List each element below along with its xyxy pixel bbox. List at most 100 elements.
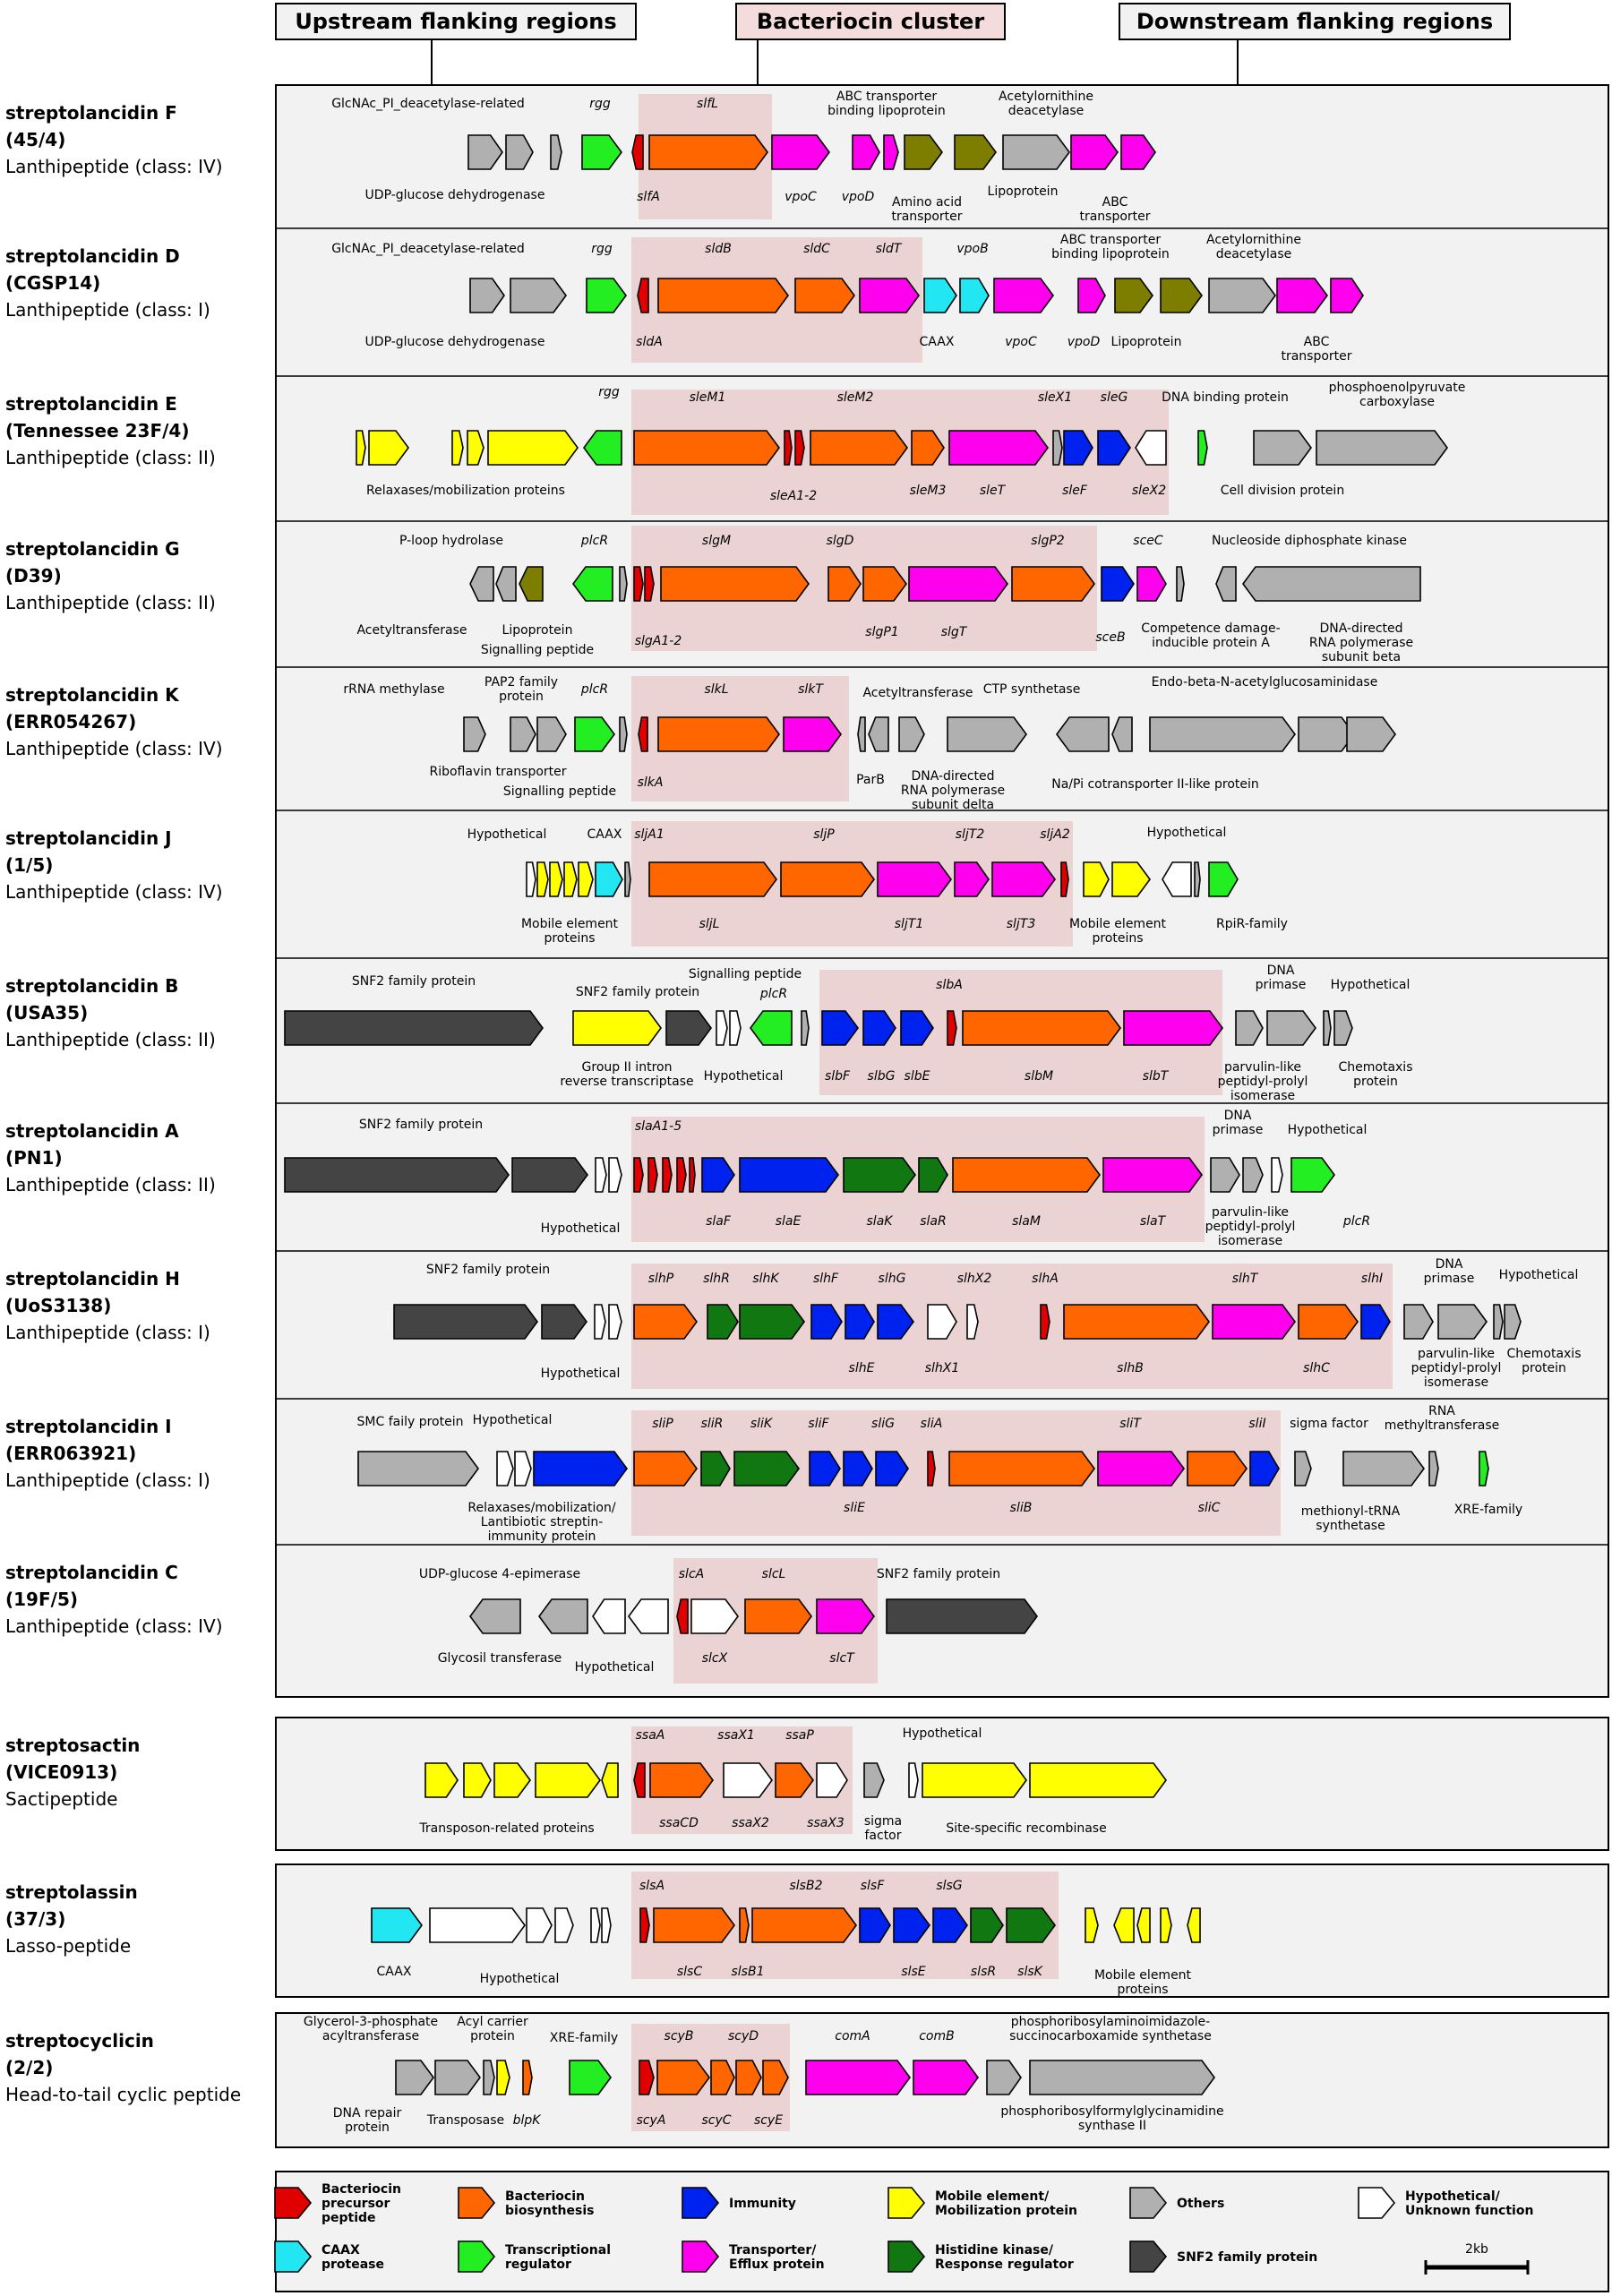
strain-id: (37/3)	[5, 1908, 65, 1930]
gene-arrow	[535, 1762, 601, 1798]
gene-label: peptidyl-prolyl	[1205, 1220, 1296, 1234]
gene-arrow	[952, 1157, 1101, 1193]
gene-label: sljT2	[956, 827, 985, 842]
gene-arrow	[467, 134, 503, 170]
gene-arrow	[1111, 861, 1151, 897]
cluster-name: streptocyclicin	[5, 2030, 154, 2052]
gene-label: slaM	[1012, 1214, 1041, 1229]
upstream-header-box	[275, 3, 637, 40]
gene-label: parvulin-like	[1212, 1205, 1289, 1220]
gene-arrow	[1085, 1907, 1099, 1943]
gene-arrow	[1029, 2060, 1215, 2095]
gene-arrow	[729, 1010, 742, 1046]
gene-label: sleX2	[1132, 484, 1166, 498]
legend-swatch	[1358, 2187, 1396, 2219]
gene-arrow	[859, 1907, 891, 1943]
gene-label: sleA1-2	[770, 489, 817, 503]
gene-label: blpK	[513, 2113, 543, 2128]
gene-label: protein	[499, 690, 544, 704]
cluster-name: streptolancidin G	[5, 538, 180, 560]
gene-label: sigma factor	[1290, 1417, 1368, 1431]
legend-label: Immunity	[729, 2197, 796, 2211]
gene-label: parvulin-like	[1224, 1060, 1301, 1075]
gene-arrow	[451, 430, 464, 466]
gene-arrow	[660, 566, 810, 602]
gene-label: sljP	[813, 827, 835, 842]
gene-arrow	[590, 1907, 601, 1943]
gene-label: RNA polymerase	[1309, 636, 1413, 650]
gene-arrow	[1428, 1451, 1439, 1486]
gene-label: RNA	[1428, 1404, 1455, 1418]
gene-label: slsB2	[790, 1879, 823, 1893]
gene-arrow	[739, 1157, 839, 1193]
gene-label: slhE	[849, 1361, 875, 1375]
gene-arrow	[511, 1157, 588, 1193]
gene-arrow	[810, 430, 908, 466]
gene-label: slhG	[879, 1272, 906, 1286]
gene-arrow	[801, 1010, 810, 1046]
gene-label: sliR	[701, 1417, 724, 1431]
legend-swatch	[1129, 2240, 1168, 2273]
gene-arrow	[522, 2060, 533, 2095]
gene-label: Hypothetical	[467, 827, 547, 842]
legend-label: regulator	[505, 2257, 571, 2272]
gene-arrow	[648, 861, 777, 897]
gene-arrow	[633, 566, 644, 602]
gene-label: slhP	[648, 1272, 674, 1286]
gene-arrow	[923, 278, 957, 313]
gene-label: ABC	[1102, 195, 1128, 210]
gene-label: isomerase	[1218, 1234, 1282, 1248]
legend-panel	[275, 2171, 1609, 2292]
gene-label: vpoC	[1005, 335, 1037, 349]
gene-label: Hypothetical	[1499, 1268, 1579, 1282]
gene-label: sldC	[803, 242, 830, 256]
gene-label: binding lipoprotein	[827, 104, 946, 118]
gene-arrow	[716, 1010, 728, 1046]
cluster-name: streptolancidin K	[5, 684, 180, 706]
cluster-row: streptolancidin H(UoS3138)Lanthipeptide …	[5, 1250, 1608, 1390]
gene-label: slsA	[639, 1879, 665, 1893]
legend-item: Histidine kinase/Response regulator	[887, 2240, 1074, 2273]
cluster-row: streptolancidin A(PN1)Lanthipeptide (cla…	[5, 1102, 1608, 1248]
gene-arrow	[469, 1598, 521, 1634]
gene-label: sliB	[1010, 1501, 1033, 1515]
gene-arrow	[1176, 566, 1185, 602]
gene-arrow	[1060, 861, 1069, 897]
gene-label: Relaxases/mobilization/	[467, 1501, 615, 1515]
gene-arrow	[657, 278, 789, 313]
cluster-name: streptolancidin B	[5, 975, 178, 997]
legend-label: precursor	[322, 2197, 390, 2211]
gene-arrow	[780, 861, 875, 897]
gene-arrow	[1235, 1010, 1264, 1046]
gene-label: sljA2	[1040, 827, 1070, 842]
gene-arrow	[739, 1907, 750, 1943]
gene-label: ssaX3	[807, 1816, 845, 1830]
gene-label: primase	[1256, 978, 1307, 992]
gene-arrow	[1330, 278, 1364, 313]
gene-label: Hypothetical	[1147, 826, 1227, 840]
strain-id: (PN1)	[5, 1147, 63, 1169]
gene-arrow	[893, 1907, 930, 1943]
gene-label: SNF2 family protein	[877, 1567, 1000, 1581]
gene-label: slaR	[920, 1214, 947, 1229]
peptide-class: Lanthipeptide (class: IV)	[5, 1615, 223, 1637]
gene-label: sleF	[1062, 484, 1088, 498]
gene-label: sliF	[808, 1417, 829, 1431]
gene-arrow	[1194, 861, 1201, 897]
gene-arrow	[863, 1762, 885, 1798]
gene-arrow	[533, 1451, 628, 1486]
gene-arrow	[750, 1010, 793, 1046]
gene-label: Lipoprotein	[502, 623, 573, 638]
gene-arrow	[775, 1762, 814, 1798]
legend-item: Transporter/Efflux protein	[682, 2240, 825, 2273]
gene-label: slfL	[697, 97, 718, 111]
gene-arrow	[1208, 861, 1239, 897]
peptide-class: Head-to-tail cyclic peptide	[5, 2084, 241, 2105]
gene-label: DNA-directed	[1319, 621, 1402, 636]
gene-arrow	[733, 1451, 800, 1486]
gene-label: Hypothetical	[575, 1660, 655, 1675]
legend-item: SNF2 family protein	[1129, 2240, 1317, 2273]
cluster-row: streptolancidin I(ERR063921)Lanthipeptid…	[5, 1398, 1608, 1544]
gene-arrow	[572, 1010, 662, 1046]
